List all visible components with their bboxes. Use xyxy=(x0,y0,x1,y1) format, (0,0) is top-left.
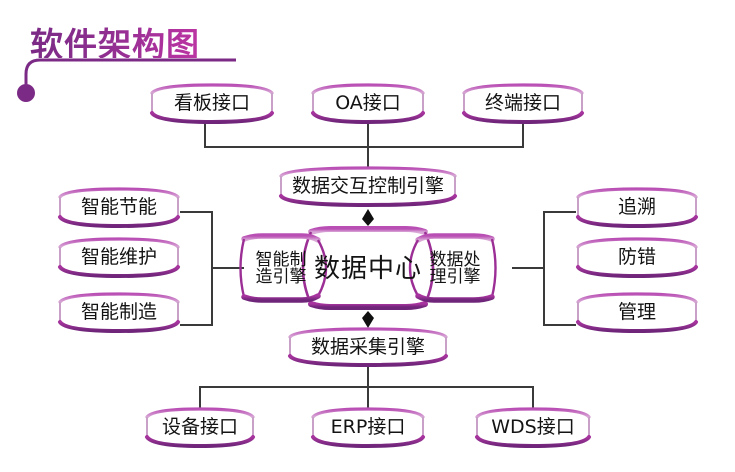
box-management[interactable] xyxy=(576,292,698,334)
box-smart-maintenance[interactable] xyxy=(58,237,180,279)
box-terminal-interface[interactable] xyxy=(462,83,584,125)
arrow-down-to-collect xyxy=(362,311,374,328)
box-smart-manufacturing[interactable] xyxy=(58,292,180,334)
title-decoration xyxy=(17,10,236,102)
box-kanban-interface[interactable] xyxy=(150,83,274,125)
box-data-processing-engine[interactable] xyxy=(408,233,497,303)
bottom-row-shapes xyxy=(145,407,591,449)
box-oa-interface[interactable] xyxy=(311,83,425,125)
top-row-shapes xyxy=(150,83,584,125)
box-smart-energy-saving[interactable] xyxy=(58,187,180,229)
box-smart-manufacturing-engine[interactable] xyxy=(239,233,328,303)
box-wds-interface[interactable] xyxy=(475,407,591,449)
box-data-center-hub[interactable] xyxy=(301,226,435,310)
box-equipment-interface[interactable] xyxy=(145,407,255,449)
box-erp-interface[interactable] xyxy=(311,407,425,449)
box-data-collection-engine[interactable] xyxy=(288,327,448,368)
right-column-shapes xyxy=(576,187,698,334)
arrow-down-to-hub xyxy=(362,209,374,226)
connector-lines xyxy=(180,121,576,410)
box-error-prevention[interactable] xyxy=(576,237,698,279)
box-data-interaction-control-engine[interactable] xyxy=(279,166,457,208)
left-column-shapes xyxy=(58,187,180,334)
box-traceability[interactable] xyxy=(576,187,698,229)
page-title: 软件架构图 xyxy=(30,18,240,64)
